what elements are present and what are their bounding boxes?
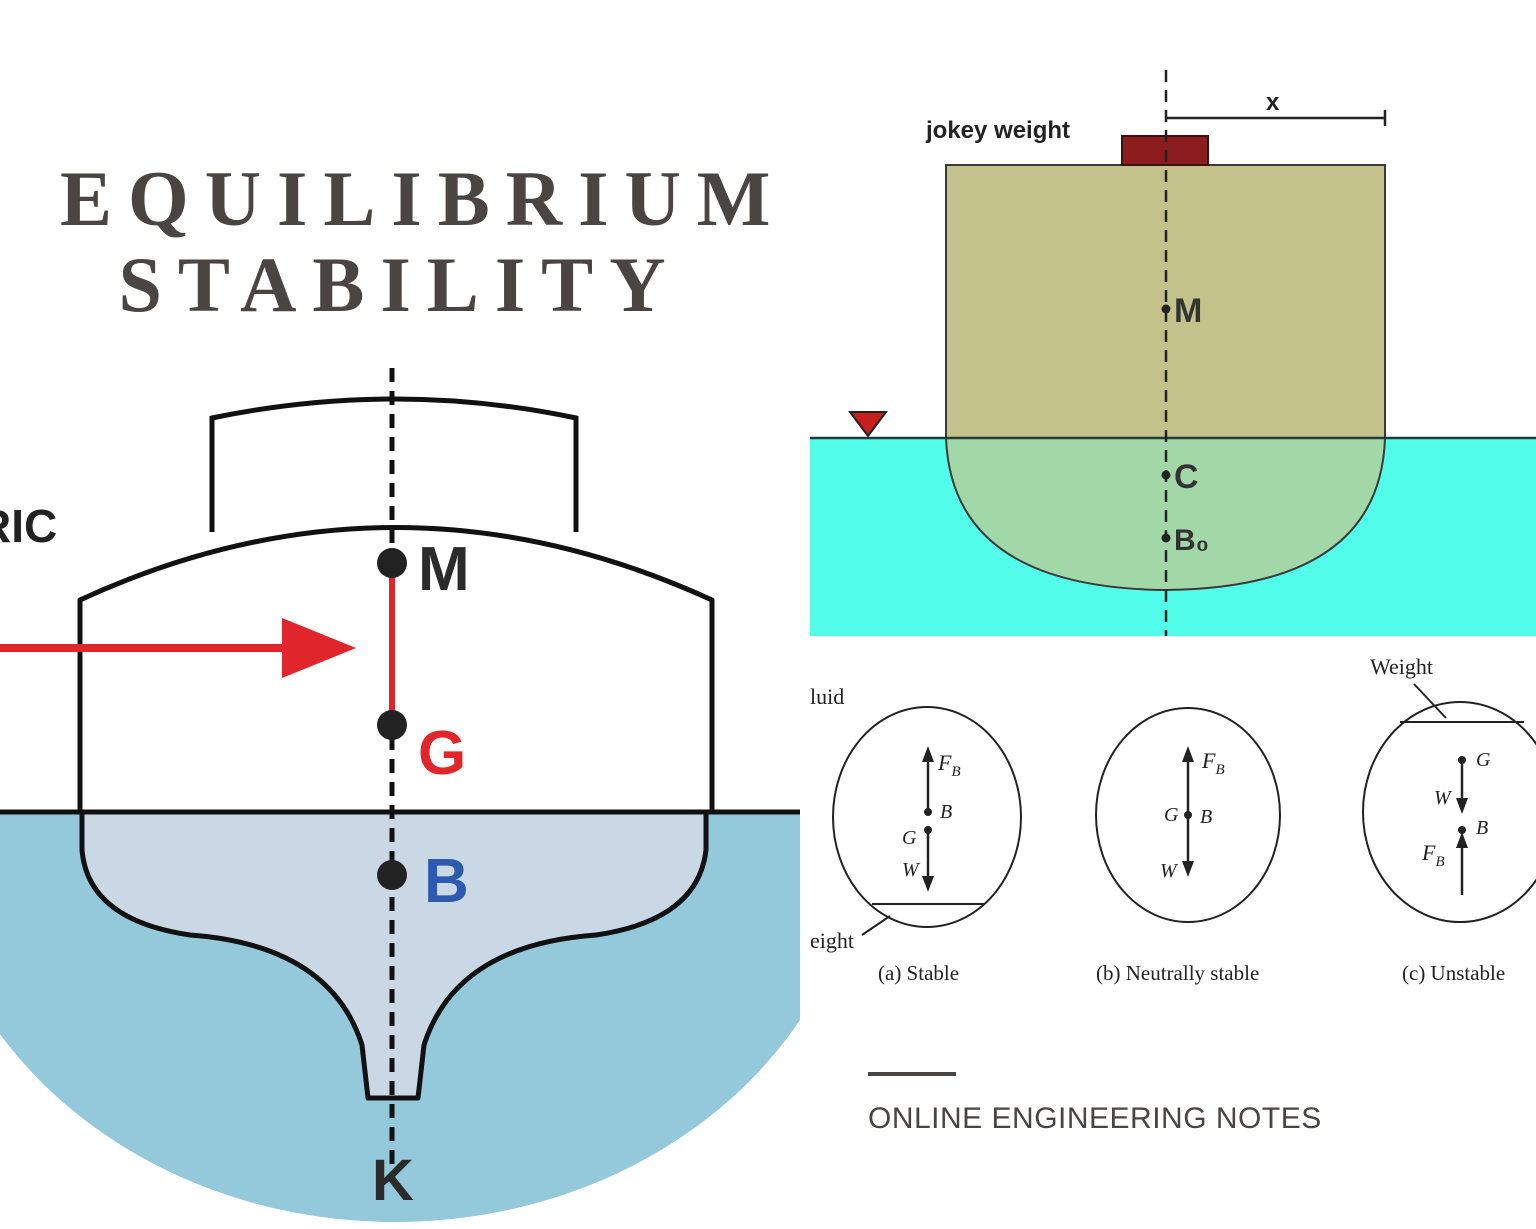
label-B: B — [940, 801, 952, 823]
ship-stability-diagram: RIC M G B K — [0, 368, 800, 1222]
point-B0-dot — [1161, 533, 1171, 543]
jockey-weight-diagram: jokey weight x M C B₀ — [810, 70, 1536, 636]
buoyancy-arrowhead — [1456, 832, 1468, 848]
point-G-dot — [1458, 756, 1466, 764]
label-C: C — [1174, 458, 1199, 496]
label-B0: B₀ — [1174, 524, 1209, 557]
point-B-dot — [377, 860, 407, 890]
label-B: B — [424, 847, 469, 916]
stability-cases-diagram: luid Weight eight FB B G W (a) Stable FB… — [810, 654, 1536, 985]
point-B-dot — [924, 808, 932, 816]
label-M: M — [418, 535, 470, 604]
caption-unstable: (c) Unstable — [1402, 961, 1505, 985]
label-jockey-weight: jokey weight — [925, 117, 1070, 144]
label-fluid: luid — [810, 684, 844, 709]
label-W: W — [1160, 860, 1179, 882]
body-outline — [1095, 707, 1281, 923]
buoyancy-arrowhead — [922, 746, 934, 762]
point-C-dot — [1161, 470, 1171, 480]
label-weight-top: Weight — [1370, 654, 1433, 679]
ship-hull-outline — [77, 525, 715, 1101]
heeling-force-arrowhead — [282, 618, 356, 678]
label-W: W — [902, 859, 921, 881]
title-line-1: EQUILIBRIUM — [60, 155, 787, 242]
point-M-dot — [1161, 304, 1171, 314]
label-B: B — [1476, 817, 1488, 839]
label-FB: FB — [1201, 748, 1225, 778]
weight-leader — [861, 915, 891, 936]
point-G-dot — [377, 710, 407, 740]
label-M: M — [1174, 292, 1202, 330]
footer-brand: ONLINE ENGINEERING NOTES — [868, 1102, 1322, 1135]
label-G: G — [902, 827, 917, 849]
point-M-dot — [377, 548, 407, 578]
label-FB: FB — [1421, 840, 1445, 870]
weight-arrowhead — [1182, 861, 1194, 877]
weight-arrowhead — [922, 876, 934, 892]
label-partial-metacentric: RIC — [0, 500, 57, 552]
label-G: G — [1476, 749, 1491, 771]
footer-divider — [868, 1072, 956, 1076]
point-GB-dot — [1184, 811, 1192, 819]
label-FB: FB — [937, 750, 961, 780]
label-weight-bottom: eight — [810, 928, 854, 953]
case-stable: FB B G W (a) Stable — [832, 706, 1022, 985]
caption-stable: (a) Stable — [878, 961, 959, 985]
point-G-dot — [924, 826, 932, 834]
buoyancy-arrowhead — [1182, 746, 1194, 762]
caption-neutrally-stable: (b) Neutrally stable — [1096, 961, 1259, 985]
body-outline — [1362, 701, 1536, 923]
body-outline — [832, 706, 1022, 928]
label-G: G — [418, 719, 466, 788]
label-x: x — [1266, 89, 1280, 116]
label-B: B — [1200, 806, 1212, 828]
title-line-2: STABILITY — [118, 241, 682, 328]
weight-arrowhead — [1456, 798, 1468, 814]
label-K: K — [372, 1148, 414, 1213]
label-W: W — [1434, 787, 1453, 809]
weight-leader — [1413, 683, 1447, 719]
label-G: G — [1164, 804, 1179, 826]
point-B-dot — [1458, 826, 1466, 834]
case-unstable: G W B FB (c) Unstable — [1362, 683, 1536, 985]
free-surface-marker — [848, 411, 888, 438]
floating-block-outline — [945, 164, 1386, 592]
case-neutrally-stable: FB G B W (b) Neutrally stable — [1095, 707, 1281, 985]
